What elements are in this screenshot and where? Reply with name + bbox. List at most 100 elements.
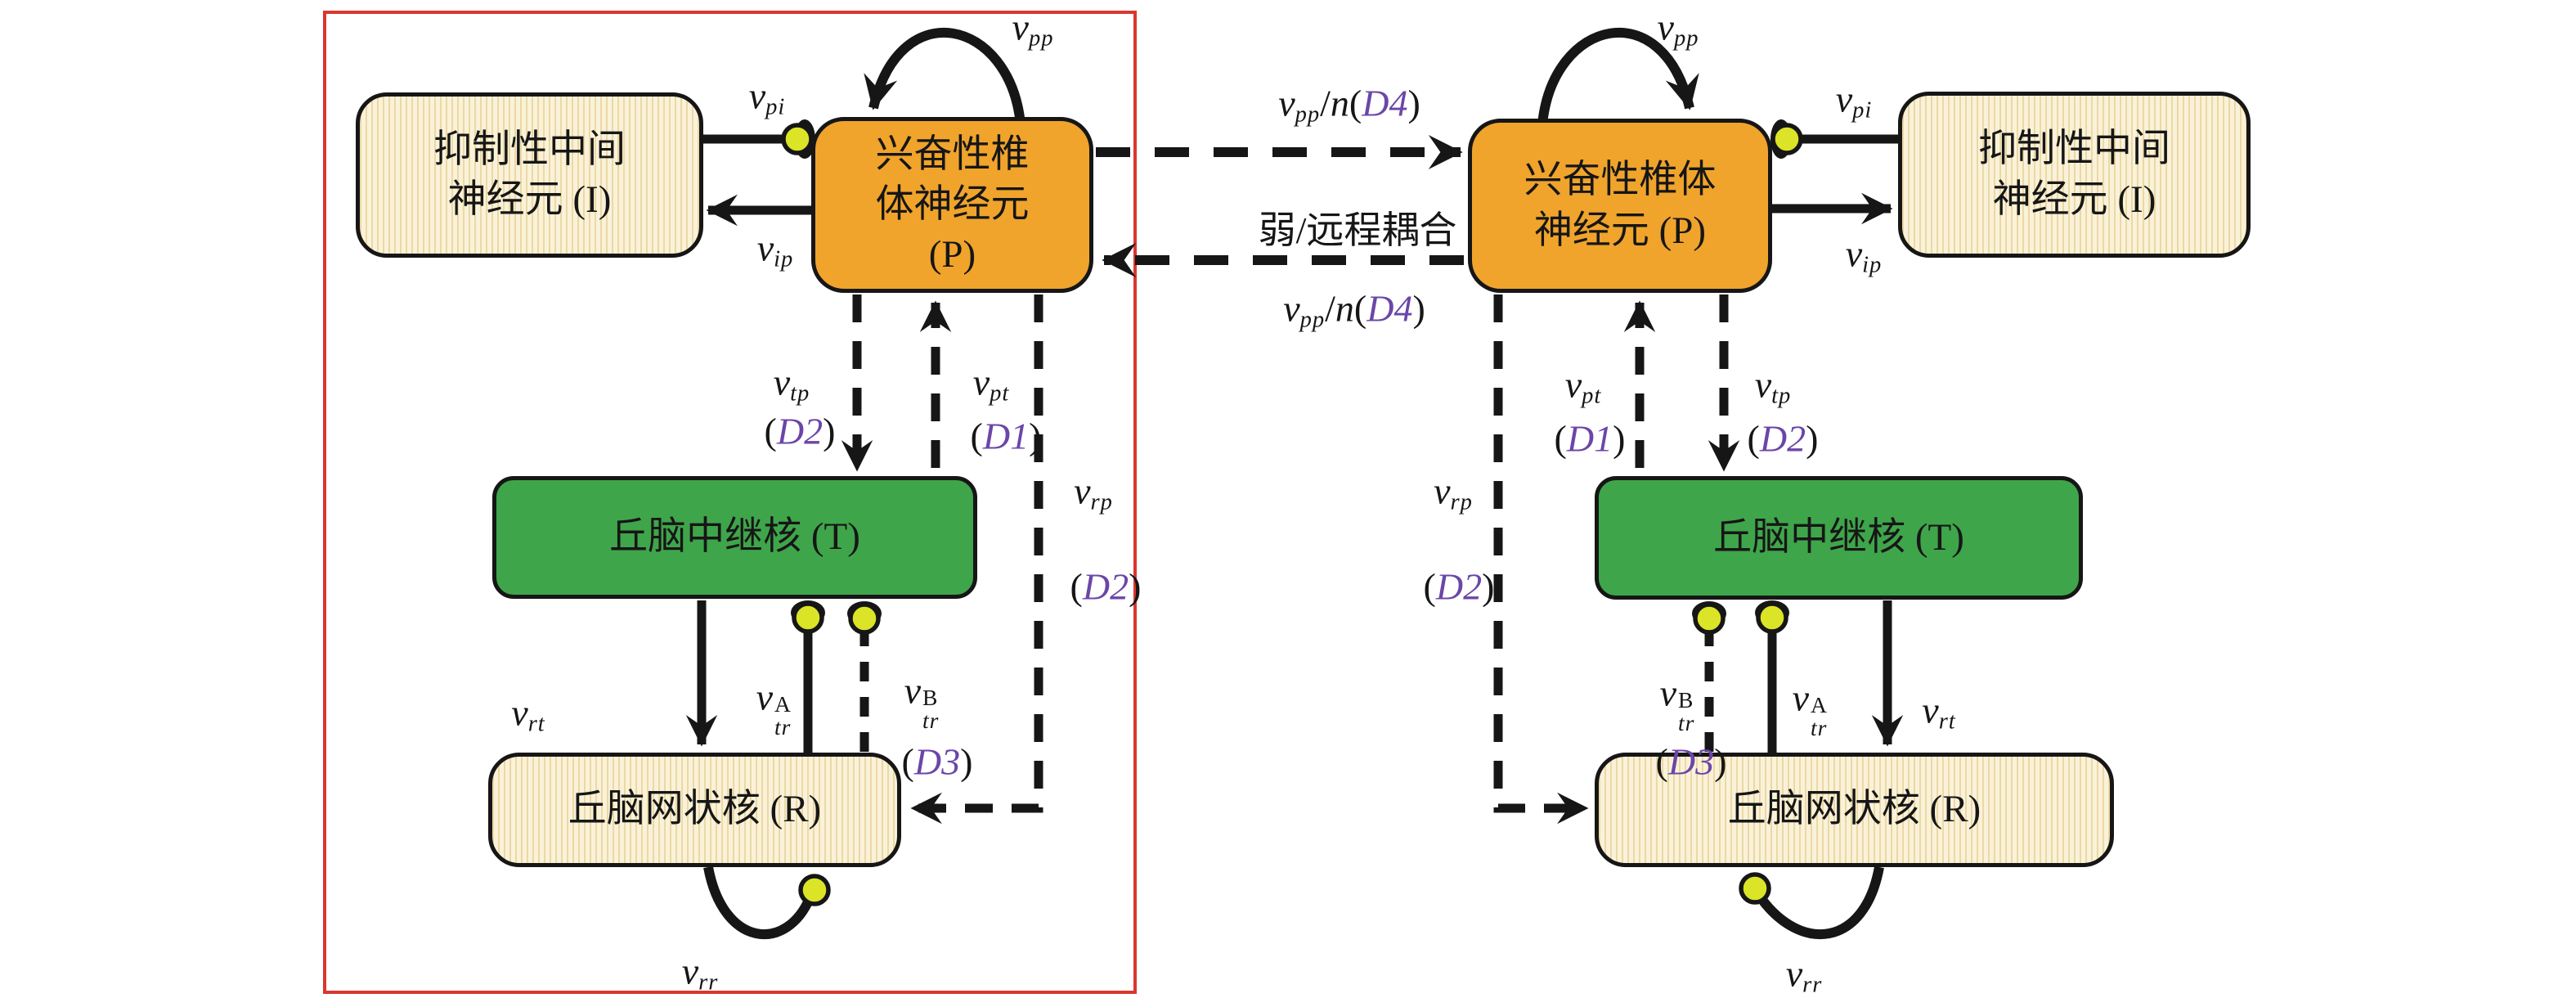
box-pyramidal-neuron-right-text: 神经元 (P) bbox=[1533, 209, 1707, 252]
label-vpp-right-seg: v bbox=[1657, 6, 1674, 48]
label-coupling-top-label-seg: / bbox=[1320, 82, 1331, 124]
left-module-red-frame bbox=[323, 11, 1137, 994]
label-coupling-top-label-seg: pp bbox=[1295, 101, 1321, 128]
label-vrt-right-seg: v bbox=[1922, 689, 1939, 731]
edge-vpp-right-selfloop bbox=[1537, 28, 1699, 125]
label-vpt-left-delay-seg: ) bbox=[1029, 415, 1042, 457]
label-coupling-name: 弱/远程耦合 bbox=[1259, 200, 1457, 254]
label-vpt-right-seg: v bbox=[1564, 363, 1582, 406]
box-thalamic-relay-left: 丘脑中继核 (T) bbox=[492, 476, 977, 599]
label-vtrB-right-delay-seg: ( bbox=[1655, 740, 1668, 783]
label-vtp-left-seg: tp bbox=[790, 380, 810, 407]
label-coupling-bottom-label-seg: D4 bbox=[1367, 287, 1413, 330]
edge-vrr-left-selfloop bbox=[703, 865, 815, 940]
label-vpi-right-seg: v bbox=[1835, 78, 1853, 120]
box-inhibitory-interneuron-right-text: 神经元 (I) bbox=[1992, 178, 2156, 221]
label-vtp-right-delay-seg: D2 bbox=[1759, 417, 1806, 460]
label-vpt-left-seg: pt bbox=[990, 380, 1010, 407]
label-vrp-left-delay: (D2) bbox=[1070, 565, 1142, 609]
label-vrp-left-seg: rp bbox=[1090, 489, 1113, 515]
inhibitory-synapse-vrr-left bbox=[798, 874, 831, 906]
box-thalamic-reticular-left-text: 丘脑网状核 (R) bbox=[568, 788, 822, 831]
label-vip-left-seg: ip bbox=[774, 246, 794, 272]
box-inhibitory-interneuron-right: 抑制性中间神经元 (I) bbox=[1898, 92, 2251, 258]
label-vrp-right-delay: (D2) bbox=[1424, 565, 1495, 609]
label-vpt-left-delay-seg: ( bbox=[970, 415, 983, 457]
label-vtp-right-delay: (D2) bbox=[1748, 417, 1819, 461]
edge-vrr-right-selfloop bbox=[1756, 865, 1884, 939]
box-pyramidal-neuron-left-text: 兴奋性椎 bbox=[875, 133, 1030, 176]
box-thalamic-reticular-right: 丘脑网状核 (R) bbox=[1595, 753, 2114, 867]
box-inhibitory-interneuron-left-text: 抑制性中间 bbox=[433, 128, 626, 171]
label-coupling-name-seg: 弱/远程耦合 bbox=[1258, 209, 1457, 251]
label-coupling-bottom-label-seg: ) bbox=[1412, 287, 1425, 330]
label-vrr-left-seg: v bbox=[681, 950, 699, 992]
label-vpi-left-seg: v bbox=[748, 74, 766, 117]
box-pyramidal-neuron-right-text: 兴奋性椎体 bbox=[1524, 159, 1717, 202]
label-vpt-right-seg: pt bbox=[1582, 383, 1602, 409]
label-coupling-bottom-label-seg: n bbox=[1335, 287, 1354, 330]
label-vtp-right-delay-seg: ) bbox=[1806, 417, 1819, 460]
label-vtrA-left-seg: v bbox=[756, 676, 774, 718]
label-vpt-left-delay: (D1) bbox=[971, 415, 1042, 458]
box-thalamic-relay-right: 丘脑中继核 (T) bbox=[1595, 476, 2083, 600]
box-inhibitory-interneuron-left: 抑制性中间神经元 (I) bbox=[356, 92, 703, 258]
label-vrp-right-delay-seg: ) bbox=[1482, 565, 1495, 608]
label-vpp-left-seg: pp bbox=[1028, 25, 1054, 52]
label-vtrB-left-delay: (D3) bbox=[902, 740, 973, 784]
label-vrp-left-seg: v bbox=[1074, 470, 1091, 512]
label-vpi-left-seg: pi bbox=[765, 94, 786, 120]
label-coupling-top-label-seg: v bbox=[1278, 82, 1295, 124]
label-coupling-bottom-label-seg: ( bbox=[1353, 287, 1367, 330]
edge-vrp-right-dashed bbox=[1493, 294, 1589, 825]
label-vtp-left-delay-seg: ) bbox=[823, 410, 836, 452]
inhibitory-synapse-vtrB-right bbox=[1693, 602, 1726, 635]
label-coupling-top-label-seg: n bbox=[1330, 82, 1349, 124]
label-coupling-top-label-seg: D4 bbox=[1362, 82, 1408, 124]
label-vrt-left-seg: v bbox=[511, 691, 528, 734]
label-vtp-right-seg: tp bbox=[1771, 383, 1792, 409]
label-coupling-bottom-label-seg: pp bbox=[1299, 307, 1326, 333]
inhibitory-synapse-vpi-right bbox=[1770, 123, 1803, 155]
label-vtrB-left-delay-seg: D3 bbox=[913, 740, 961, 783]
label-vrp-right-seg: v bbox=[1434, 470, 1451, 512]
box-pyramidal-neuron-right: 兴奋性椎体神经元 (P) bbox=[1468, 119, 1772, 293]
label-coupling-top-label-seg: ( bbox=[1349, 82, 1362, 124]
label-vpi-right-seg: pi bbox=[1852, 97, 1873, 124]
label-vrp-left-delay-seg: ) bbox=[1129, 565, 1142, 608]
label-vpt-left-seg: v bbox=[972, 361, 990, 403]
label-vrp-right-delay-seg: ( bbox=[1423, 565, 1436, 608]
inhibitory-synapse-vtrA-right bbox=[1756, 601, 1788, 634]
box-pyramidal-neuron-left: 兴奋性椎体神经元(P) bbox=[811, 117, 1093, 293]
label-vtrB-right-delay-seg: D3 bbox=[1667, 740, 1715, 783]
label-vtrB-left-delay-seg: ( bbox=[901, 740, 914, 783]
label-vpt-left-delay-seg: D1 bbox=[982, 415, 1030, 457]
label-vtp-right-delay-seg: ( bbox=[1747, 417, 1760, 460]
label-vrr-right-seg: v bbox=[1785, 952, 1803, 995]
box-thalamic-reticular-left: 丘脑网状核 (R) bbox=[488, 753, 901, 867]
label-vpt-right-delay: (D1) bbox=[1555, 417, 1626, 461]
label-vrt-left-seg: rt bbox=[527, 711, 545, 737]
label-coupling-bottom-label-seg: v bbox=[1283, 287, 1300, 330]
label-vip-right-seg: ip bbox=[1862, 252, 1883, 278]
label-vtrA-right-seg: v bbox=[1792, 677, 1810, 719]
box-inhibitory-interneuron-left-text: 神经元 (I) bbox=[447, 178, 612, 221]
label-vrp-left-delay-seg: D2 bbox=[1082, 565, 1129, 608]
